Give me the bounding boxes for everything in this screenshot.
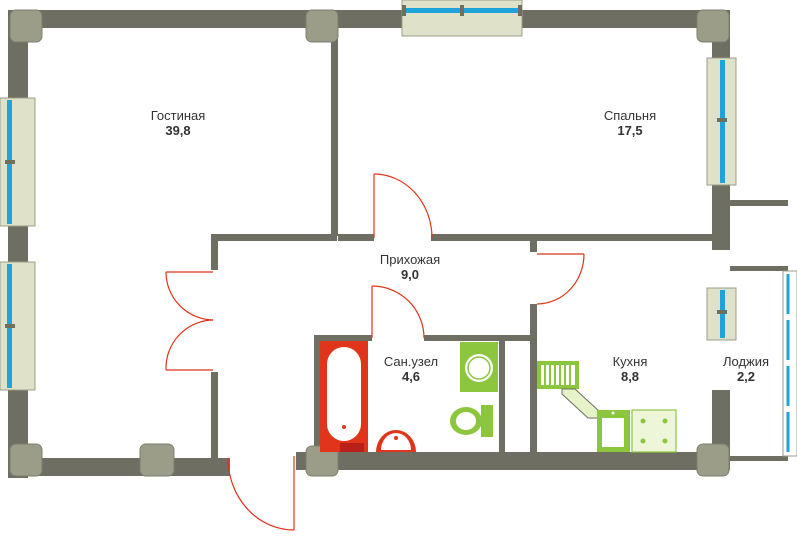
room-name: Прихожая [379, 252, 441, 267]
room-name: Сан.узел [383, 354, 439, 369]
radiator [537, 361, 579, 389]
kitchen-sink [597, 410, 630, 452]
toilet [450, 405, 493, 437]
bathtub [320, 341, 368, 452]
columns [9, 9, 730, 477]
room-name: Лоджия [722, 354, 770, 369]
living-room-double-door [165, 271, 214, 371]
room-label-living: Гостиная 39,8 [151, 108, 206, 138]
loggia-glazing [782, 270, 797, 457]
room-area: 39,8 [165, 123, 191, 138]
room-label-loggia: Лоджия 2,2 [723, 354, 769, 384]
room-name: Кухня [612, 354, 648, 369]
room-label-hallway: Прихожая 9,0 [380, 252, 440, 282]
window-right-kitchen [706, 287, 737, 341]
room-area: 4,6 [401, 369, 421, 384]
stove [631, 409, 677, 453]
room-area: 2,2 [736, 369, 756, 384]
room-name: Гостиная [150, 108, 206, 123]
kitchen-door [536, 253, 585, 305]
sink-bathroom [376, 430, 416, 452]
room-name: Спальня [603, 108, 657, 123]
room-label-kitchen: Кухня 8,8 [613, 354, 648, 384]
bedroom-door [373, 173, 433, 239]
washing-machine [460, 342, 498, 392]
room-area: 8,8 [620, 369, 640, 384]
window-top [401, 0, 523, 37]
room-area: 9,0 [400, 267, 420, 282]
room-label-bathroom: Сан.узел 4,6 [384, 354, 438, 384]
outer-walls [8, 10, 730, 478]
windows [0, 0, 797, 457]
window-left-upper [0, 97, 36, 227]
room-area: 17,5 [617, 123, 643, 138]
kitchen-counter [561, 388, 601, 419]
window-right-bedroom [706, 57, 737, 186]
room-label-bedroom: Спальня 17,5 [604, 108, 656, 138]
interior-walls [211, 28, 788, 461]
entrance-door [227, 456, 295, 531]
doors [165, 173, 585, 531]
window-left-lower [0, 261, 36, 391]
bathroom-door [371, 285, 425, 339]
